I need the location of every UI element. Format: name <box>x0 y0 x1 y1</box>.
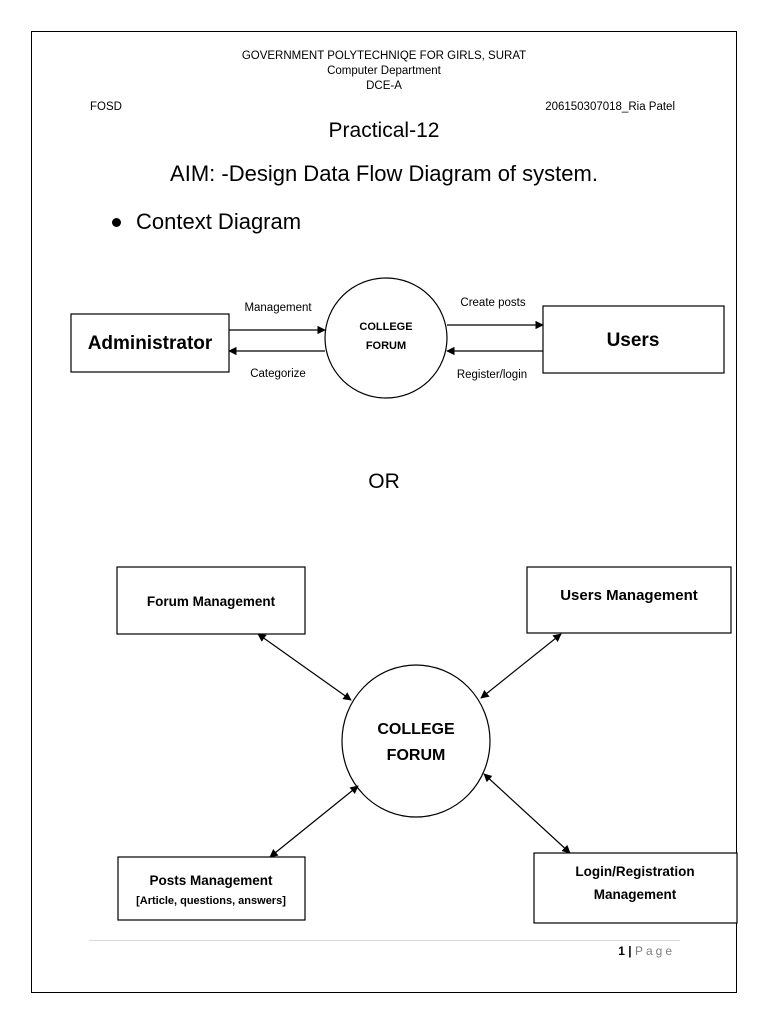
arrow-forum-management-center <box>257 633 352 701</box>
flow-label-management: Management <box>244 302 312 314</box>
bullet-item: Context Diagram <box>112 209 301 235</box>
flow-label-create-posts: Create posts <box>460 297 525 309</box>
posts-management-label: Posts Management <box>149 873 273 888</box>
arrow-login-registration-center <box>483 773 571 854</box>
flow-label-register-login: Register/login <box>457 369 527 381</box>
users-management-label: Users Management <box>560 587 698 604</box>
arrow-users-management-center <box>480 633 562 699</box>
administrator-box <box>70 313 230 373</box>
forum-management-label: Forum Management <box>147 594 276 609</box>
bullet-label: Context Diagram <box>136 209 302 234</box>
posts-management-sublabel: [Article, questions, answers] <box>136 895 286 907</box>
aim-text: AIM: -Design Data Flow Diagram of system… <box>170 161 598 186</box>
header-institute: GOVERNMENT POLYTECHNIQE FOR GIRLS, SURAT <box>241 50 527 62</box>
posts-management-box <box>117 856 306 921</box>
header-subject: FOSD <box>90 101 122 113</box>
context-process-circle <box>324 277 448 399</box>
administrator-label: Administrator <box>88 333 213 354</box>
page-separator: | <box>628 944 632 958</box>
login-registration-line1: Login/Registration <box>575 864 694 879</box>
login-registration-line2: Management <box>594 887 677 902</box>
context-process-line1: COLLEGE <box>359 321 412 333</box>
page-word: Page <box>634 944 675 958</box>
users-label: Users <box>607 330 660 351</box>
users-management-box <box>526 566 732 634</box>
center-process-circle <box>341 664 491 818</box>
login-registration-box <box>533 852 738 924</box>
header-student: 206150307018_Ria Patel <box>545 101 675 113</box>
center-process-line1: COLLEGE <box>377 721 455 738</box>
center-process-line2: FORUM <box>387 747 446 764</box>
header-department: Computer Department <box>327 65 441 77</box>
context-process-line2: FORUM <box>366 340 406 352</box>
page-number: 1 <box>618 944 625 958</box>
bullet-dot-icon <box>112 217 121 227</box>
header-class: DCE-A <box>366 80 402 92</box>
or-separator: OR <box>368 470 400 493</box>
page-title: Practical-12 <box>328 119 440 142</box>
forum-management-box <box>116 566 306 635</box>
flow-label-categorize: Categorize <box>250 368 306 380</box>
footer-divider <box>89 940 680 941</box>
page-footer: 1 | Page <box>618 944 675 958</box>
page-border <box>31 31 737 993</box>
users-box <box>542 305 725 374</box>
arrow-posts-management-center <box>269 785 359 858</box>
